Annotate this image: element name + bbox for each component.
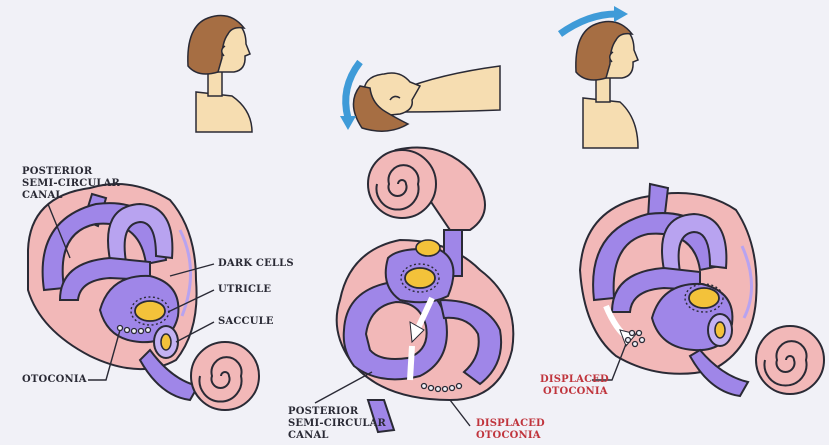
- label-utricle: UTRICLE: [218, 284, 271, 296]
- label-displaced-otoconia-right: DISPLACED OTOCONIA: [540, 374, 609, 398]
- label-dark-cells: DARK CELLS: [218, 258, 294, 270]
- head-lying-back-icon: [353, 66, 500, 131]
- label-saccule: SACCULE: [218, 316, 274, 328]
- head-upright-icon: [188, 16, 252, 132]
- inner-ear-center: [337, 148, 514, 433]
- label-otoconia: OTOCONIA: [22, 374, 87, 386]
- inner-ear-right: [580, 184, 824, 396]
- head-returned-upright-icon: [576, 22, 638, 148]
- label-displaced-otoconia-center: DISPLACED OTOCONIA: [476, 418, 545, 442]
- label-posterior-canal-left: POSTERIOR SEMI-CIRCULAR CANAL: [22, 166, 120, 202]
- label-posterior-canal-center: POSTERIOR SEMI-CIRCULAR CANAL: [288, 406, 386, 442]
